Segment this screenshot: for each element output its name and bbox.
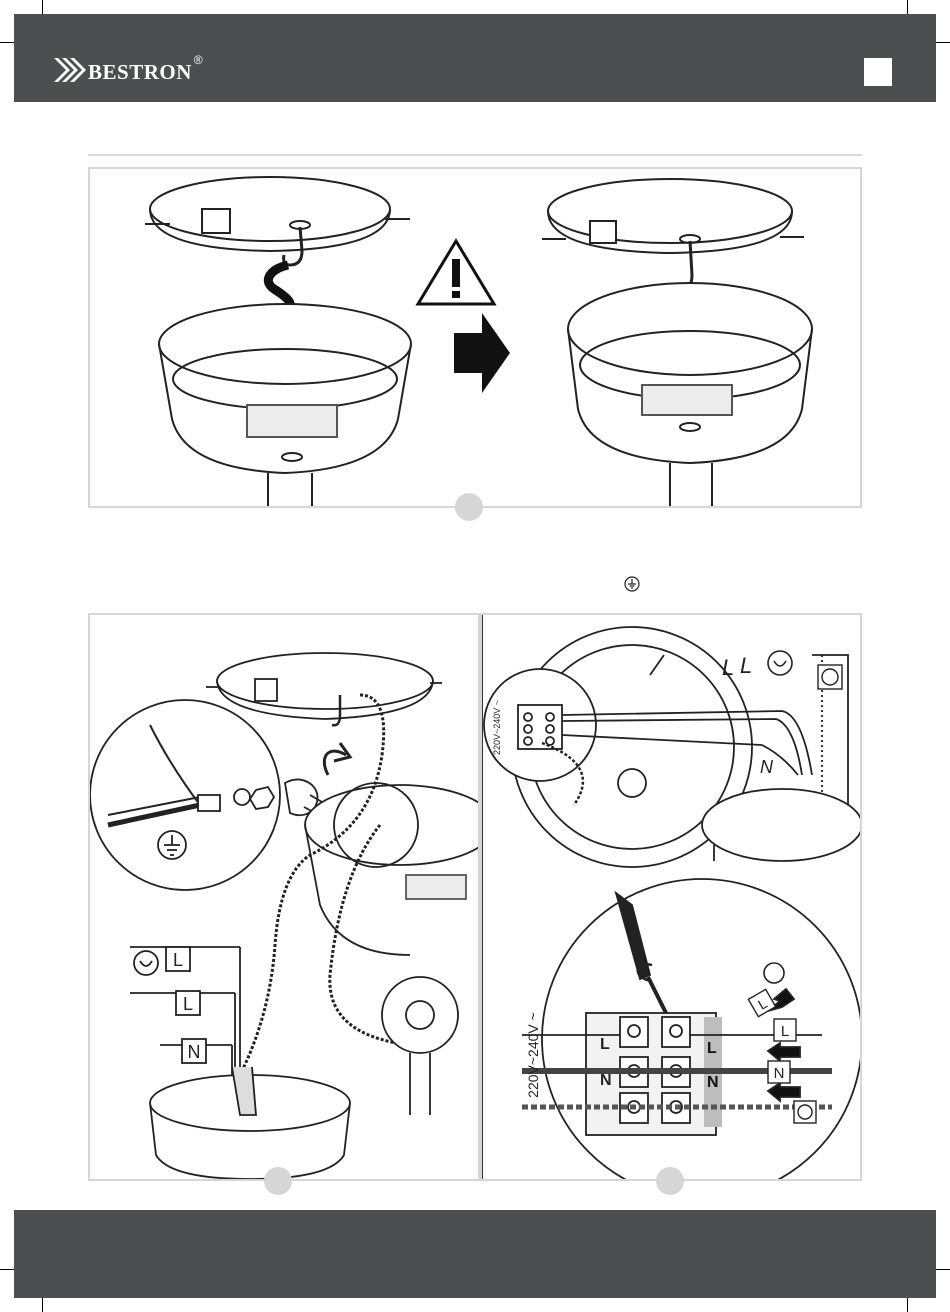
figure-terminal-wiring: 220V~240V ~ L L N 220V~240V ~ L N L N L …	[480, 613, 862, 1181]
brand-chevron-icon	[52, 56, 88, 84]
terminal-wiring-illustration: 220V~240V ~ L L N 220V~240V ~ L N L N L …	[482, 615, 860, 1179]
neutral-label: N	[774, 1065, 785, 1082]
figure-earth-wiring: L L N	[88, 613, 480, 1181]
terminal-neutral-left: N	[600, 1072, 612, 1089]
warning-triangle-icon	[418, 241, 494, 304]
neutral-label: N	[188, 1042, 201, 1062]
footer-bar	[14, 1210, 936, 1298]
live-label: L	[722, 655, 734, 680]
figure-badge	[264, 1167, 292, 1195]
figure-hook-mounting	[88, 167, 862, 508]
brand-name: bestron	[88, 53, 192, 87]
brand-logo: bestron ®	[52, 53, 203, 87]
terminal-live-right: L	[707, 1040, 717, 1057]
page-number-box	[864, 58, 892, 86]
terminal-neutral-right: N	[707, 1074, 719, 1091]
figure-badge	[656, 1167, 684, 1195]
voltage-label: 220V~240V ~	[525, 1012, 541, 1098]
light-bulb-icon	[134, 951, 158, 975]
hook-mounting-illustration	[90, 169, 860, 506]
live-label: L	[183, 994, 193, 1014]
voltage-label-small: 220V~240V ~	[492, 700, 502, 755]
divider-rule	[88, 154, 862, 156]
live-label: L	[173, 950, 183, 970]
neutral-label: N	[760, 757, 774, 777]
earth-ground-icon	[624, 576, 640, 592]
earth-wiring-illustration: L L N	[90, 615, 478, 1179]
right-arrow-icon	[454, 313, 510, 393]
live-label: L	[781, 1023, 789, 1040]
terminal-live-left: L	[600, 1036, 610, 1053]
registered-mark: ®	[194, 53, 203, 67]
figure-badge	[455, 493, 483, 521]
live-label: L	[740, 653, 752, 678]
